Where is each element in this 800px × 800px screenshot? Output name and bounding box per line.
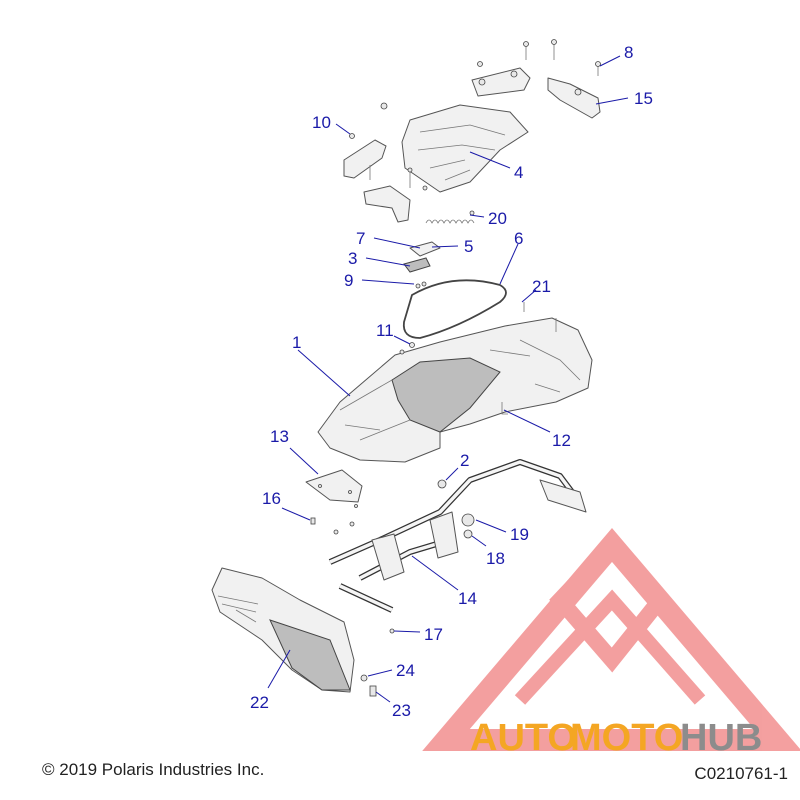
callout-18: 18 — [486, 549, 505, 568]
callout-17: 17 — [424, 625, 443, 644]
copyright-notice: © 2019 Polaris Industries Inc. — [42, 760, 265, 779]
callout-13: 13 — [270, 427, 289, 446]
watermark-auto: AUTO — [470, 717, 577, 759]
part-4-storage-tray — [380, 102, 529, 193]
callout-7: 7 — [356, 229, 365, 248]
callout-labels: 1 2 3 4 5 6 7 8 9 10 11 12 13 14 15 16 1… — [250, 43, 653, 720]
part-13-plate — [305, 469, 363, 503]
part-15-bracket — [471, 39, 601, 119]
part-latch-assembly — [403, 241, 441, 289]
callout-20: 20 — [488, 209, 507, 228]
part-14-frame — [328, 459, 587, 613]
callout-4: 4 — [514, 163, 523, 182]
callout-12: 12 — [552, 431, 571, 450]
part-22-cover — [211, 567, 355, 693]
watermark-hub: HUB — [680, 717, 762, 759]
part-10-brackets — [343, 133, 428, 223]
watermark-logo — [422, 528, 800, 751]
callout-14: 14 — [458, 589, 477, 608]
callout-21: 21 — [532, 277, 551, 296]
part-2-grommet — [437, 479, 447, 489]
callout-23: 23 — [392, 701, 411, 720]
watermark-text: AUTO MOTO HUB — [470, 717, 762, 759]
callout-8: 8 — [624, 43, 633, 62]
callout-2: 2 — [460, 451, 469, 470]
callout-1: 1 — [292, 333, 301, 352]
callout-6: 6 — [514, 229, 523, 248]
part-23-24-fasteners — [360, 674, 377, 697]
part-20-spring — [425, 210, 475, 224]
callout-10: 10 — [312, 113, 331, 132]
callout-15: 15 — [634, 89, 653, 108]
part-6-seal — [402, 279, 507, 339]
callout-3: 3 — [348, 249, 357, 268]
callout-22: 22 — [250, 693, 269, 712]
part-16-hardware — [310, 504, 395, 634]
part-1-rear-panel — [317, 302, 593, 463]
callout-24: 24 — [396, 661, 415, 680]
leader-lines — [267, 55, 629, 703]
callout-19: 19 — [510, 525, 529, 544]
callout-16: 16 — [262, 489, 281, 508]
callout-5: 5 — [464, 237, 473, 256]
figure-id: C0210761-1 — [694, 764, 788, 783]
watermark-moto: MOTO — [570, 717, 683, 759]
callout-9: 9 — [344, 271, 353, 290]
callout-11: 11 — [376, 321, 394, 340]
